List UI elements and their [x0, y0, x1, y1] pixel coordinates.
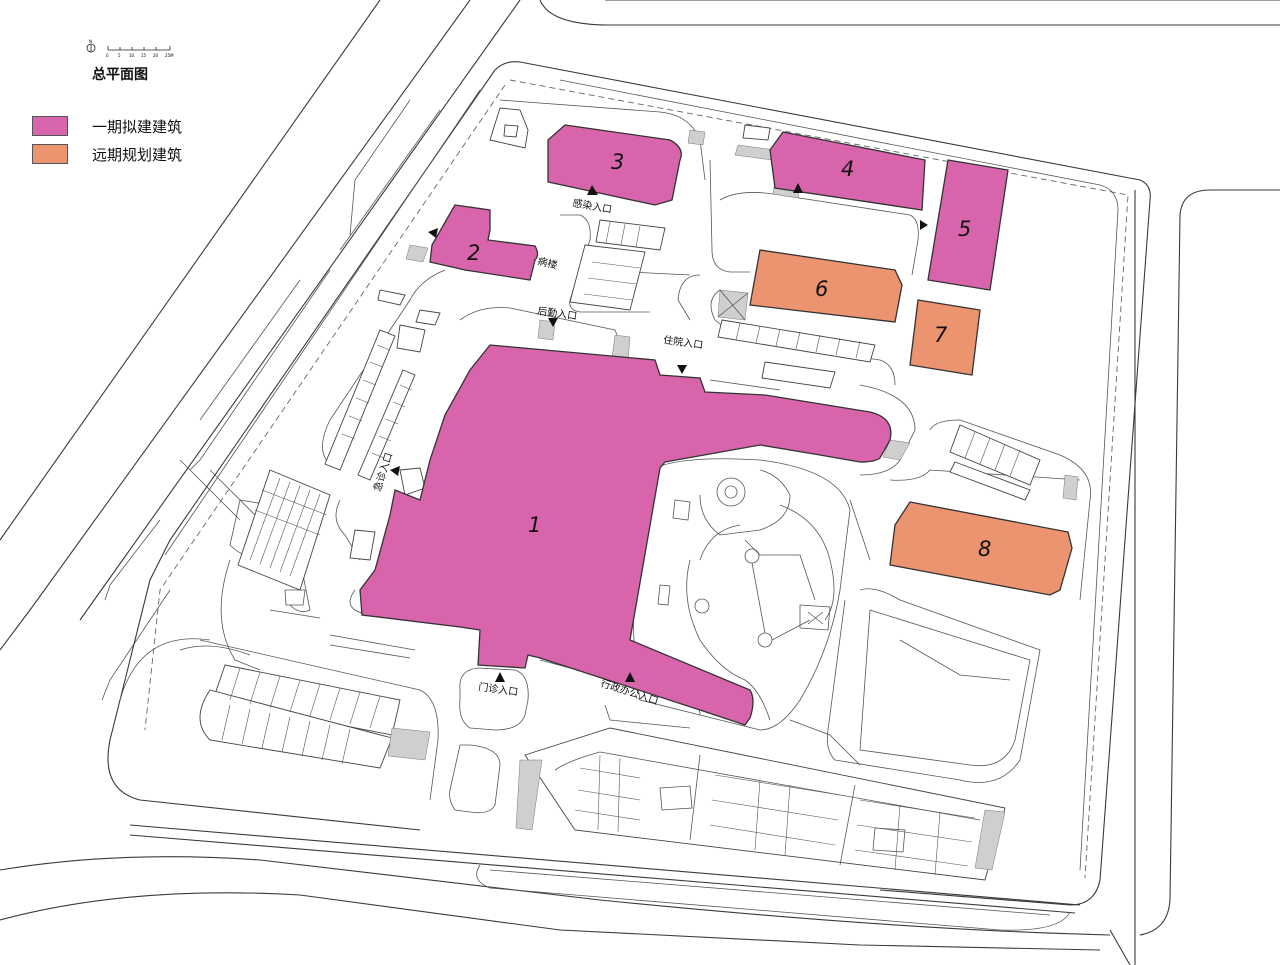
building-4: [769, 131, 926, 211]
inpatient-entrance-arrow: [677, 365, 687, 374]
building-6: [749, 249, 903, 323]
logistics-entrance-label: 后勤入口: [537, 304, 578, 322]
ward-label: 病楼: [536, 254, 559, 271]
admin-entrance-arrow: [625, 672, 635, 682]
scale-tick-0: 0: [106, 53, 109, 58]
building-3: [547, 124, 682, 206]
logistics-entrance-arrow: [548, 318, 558, 327]
building-5-number: 5: [958, 217, 971, 241]
emergency-entrance-arrow: [390, 466, 400, 476]
building-2-entrance-arrow: [428, 228, 438, 238]
building-1-number: 1: [528, 513, 541, 537]
buildings-future: [749, 249, 1073, 596]
scale-tick-25: 25M: [165, 53, 174, 58]
building-3-number: 3: [611, 150, 624, 174]
plan-title: 总平面图: [92, 67, 148, 83]
legend-item-phase-1: 一期拟建建筑: [32, 112, 182, 140]
building-4-number: 4: [841, 157, 854, 181]
outpatient-entrance-label: 门诊入口: [478, 680, 519, 698]
outpatient-entrance-arrow: [495, 672, 505, 682]
site-boundary: [107, 61, 1151, 906]
building-numbers: 1 2 3 4 5 6 7 8: [467, 150, 991, 561]
building-7: [909, 299, 981, 376]
building-4-entrance-arrow: [793, 183, 803, 193]
legend: 一期拟建建筑 远期规划建筑: [32, 112, 182, 168]
north-label: N: [89, 39, 92, 44]
building-2: [429, 204, 539, 281]
internal-roads: [119, 99, 1092, 814]
building-6-number: 6: [815, 277, 828, 301]
legend-label-future: 远期规划建筑: [92, 145, 183, 164]
building-1: [359, 344, 892, 726]
building-7-number: 7: [934, 323, 948, 347]
building-2-number: 2: [467, 241, 480, 265]
scale-tick-20: 20: [153, 53, 159, 58]
inpatient-entrance-label: 住院入口: [663, 333, 704, 351]
infection-entrance-label: 感染入口: [571, 196, 613, 216]
building-8: [889, 501, 1073, 596]
legend-label-phase-1: 一期拟建建筑: [92, 117, 183, 136]
building-8-number: 8: [978, 537, 991, 561]
scale-bar: N 0 5 10 15 20 25M: [86, 39, 174, 58]
ramp: [387, 727, 431, 761]
legend-swatch-future: [32, 144, 68, 164]
legend-item-future: 远期规划建筑: [32, 140, 182, 168]
legend-swatch-phase-1: [32, 116, 68, 136]
building-5: [927, 159, 1009, 291]
scale-tick-5: 5: [118, 53, 121, 58]
infection-entrance-arrow: [587, 185, 598, 195]
building-5-entrance-arrow: [920, 220, 928, 230]
buildings-phase-1: [359, 124, 1009, 726]
scale-tick-15: 15: [141, 53, 147, 58]
parking-areas: [199, 219, 1041, 881]
scale-tick-10: 10: [129, 53, 135, 58]
